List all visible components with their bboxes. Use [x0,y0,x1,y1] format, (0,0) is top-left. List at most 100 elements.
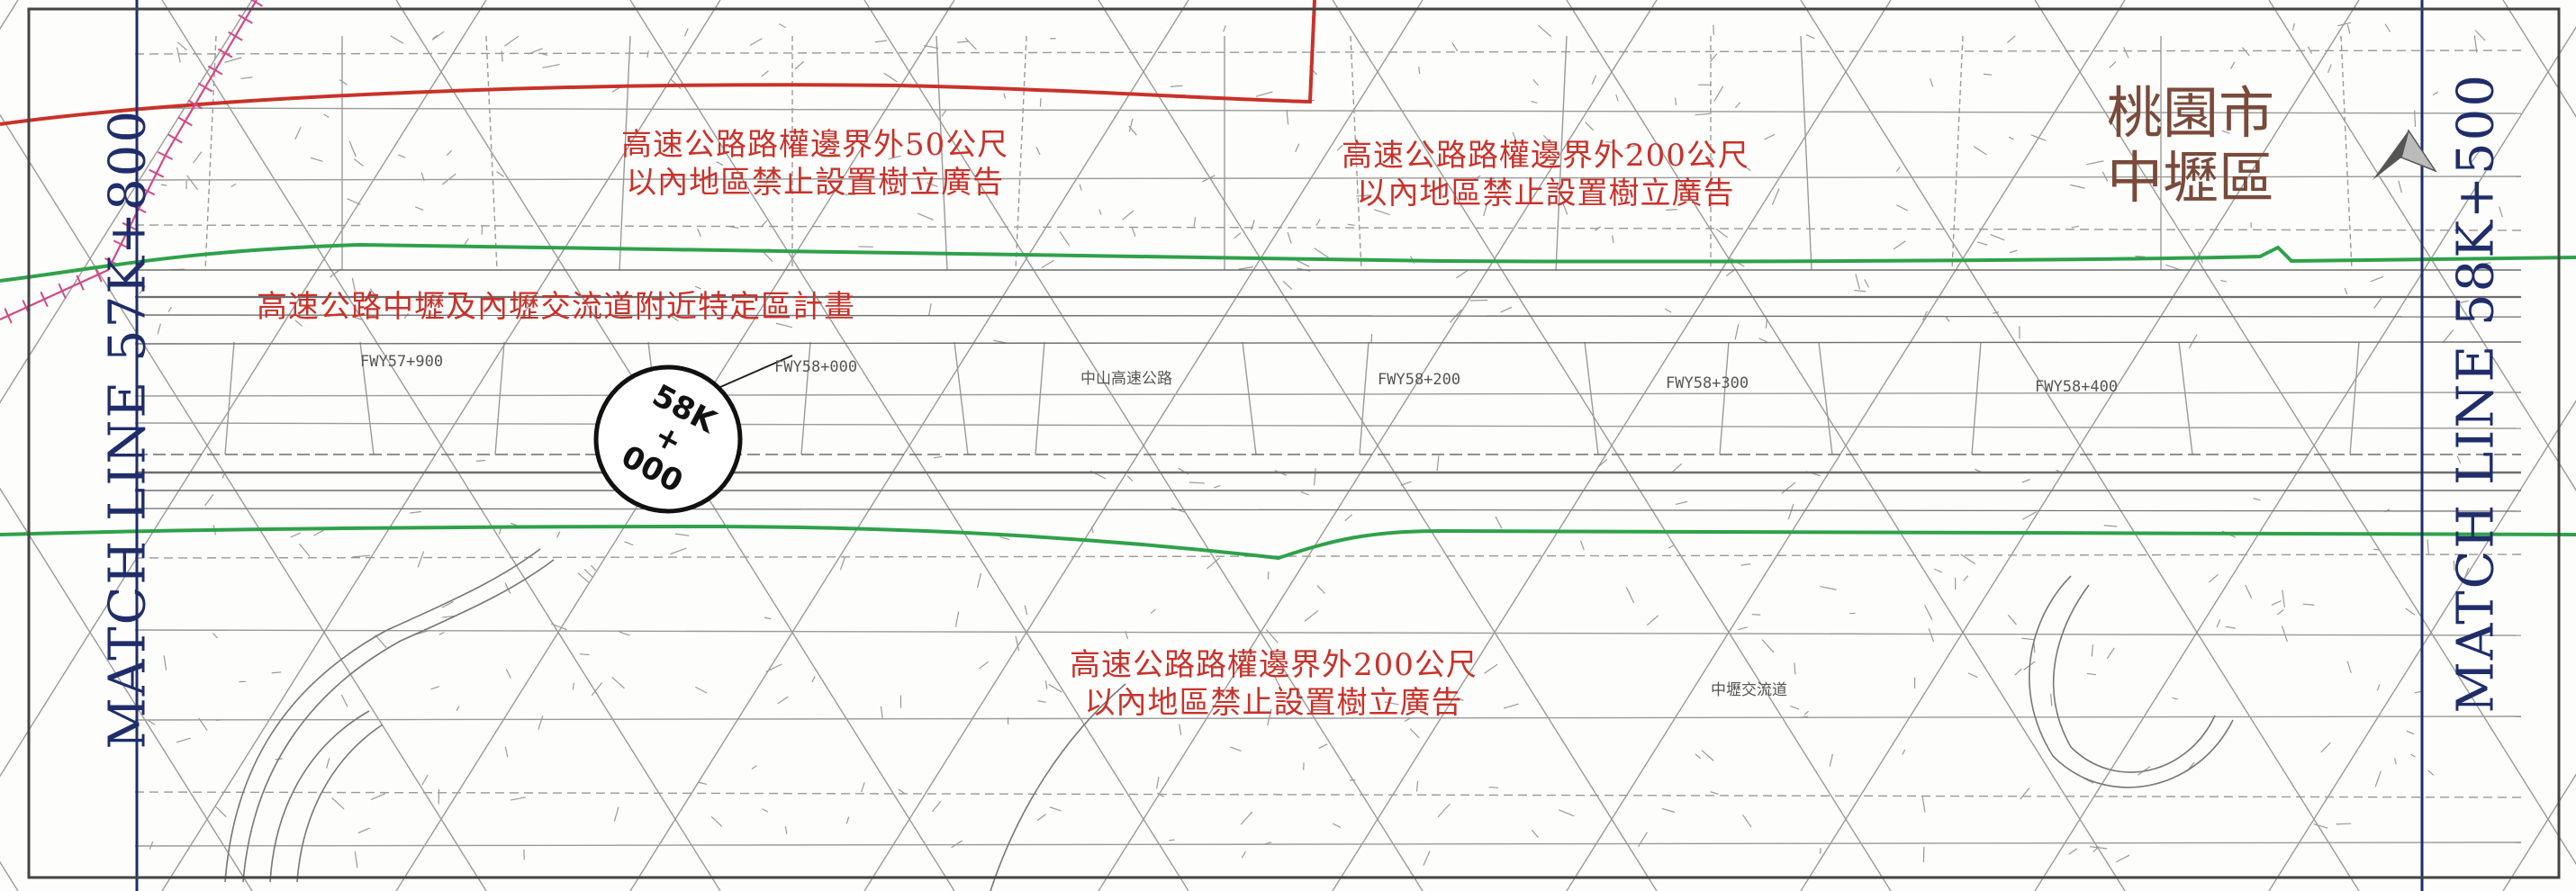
parcel-tick [438,631,445,635]
parcel-tick [2128,100,2134,104]
parcel-tick [836,304,842,310]
parcel-tick [1674,97,1677,106]
parcel-tick [176,47,181,63]
parcel-tick [1512,131,1517,140]
parcel-tick [420,172,425,182]
parcel-tick [577,572,590,583]
parcel-tick [1404,717,1412,722]
parcel-tick [874,40,888,43]
parcel-tick [1829,753,1833,767]
parcel-tick [456,706,460,711]
parcel-tick [1230,746,1242,752]
cadastral-line [619,35,631,271]
magenta-tick [228,31,243,41]
parcel-tick [370,793,386,801]
cadastral-line [224,341,235,455]
parcel-tick [954,611,960,627]
parcel-tick [2373,548,2380,551]
parcel-tick [192,151,203,164]
parcel-tick [390,35,404,44]
parcel-tick [1561,202,1568,215]
parcel-tick [591,564,597,572]
annotation-50m-line1: 高速公路路權邊界外50公尺 [621,127,1009,163]
parcel-tick [2009,249,2018,254]
parcel-tick [951,840,963,849]
parcel-tick [204,493,214,507]
parcel-tick [964,37,977,50]
parcel-tick [375,634,387,649]
cadastral-line [800,341,811,455]
parcel-tick [510,796,526,801]
parcel-tick [340,694,348,707]
parcel-tick [432,34,438,40]
parcel-tick [888,155,901,160]
parcel-tick [1125,631,1129,640]
magenta-tick [76,274,85,291]
parcel-tick [1591,75,1597,86]
parcel-tick [2229,61,2236,69]
parcel-tick [2406,730,2415,735]
parcel-tick [1594,226,1602,231]
cadastral-line [1951,35,1964,271]
sheet-frame [27,7,2561,879]
parcel-tick [778,22,786,29]
parcel-tick [2427,539,2429,554]
cadastral-line [134,716,2522,721]
parcel-tick [1893,240,1906,250]
cadastral-line [2268,400,2576,891]
parcel-tick [670,315,679,322]
parcel-tick [1805,34,1815,40]
green-buffer-north [0,242,2576,283]
district-label: 桃園市 中壢區 [2107,81,2274,211]
parcel-tick [2442,329,2454,344]
parcel-tick [1169,839,1175,842]
parcel-tick [2394,758,2397,765]
parcel-tick [1895,166,1901,172]
green-buffer-south [0,524,2576,561]
parcel-tick [2346,24,2351,34]
cadastral-line [1971,341,1982,455]
parcel-tick [2320,742,2331,753]
parcel-tick [1741,814,1752,828]
parcel-tick [924,44,939,50]
parcel-tick [1436,455,1440,472]
parcel-tick [1318,743,1328,750]
parcel-tick [1902,749,1906,755]
parcel-tick [398,154,406,158]
parcel-tick [1314,248,1329,258]
parcel-tick [160,184,167,186]
parcel-tick [2014,668,2022,676]
parcel-tick [2307,46,2313,54]
parcel-tick [504,582,511,594]
parcel-tick [1483,202,1488,217]
parcel-tick [765,178,769,184]
parcel-tick [354,851,358,868]
parcel-tick [1156,792,1165,798]
parcel-tick [354,317,363,320]
parcel-tick [697,228,701,238]
parcel-tick [1423,850,1431,866]
parcel-tick [1921,796,1926,813]
station-label-58-300: FWY58+300 [1666,374,1749,392]
cadastral-line [1035,341,1045,455]
cadastral-line [1818,341,1833,455]
cadastral-line [134,842,2522,847]
parcel-tick [1934,568,1942,573]
parcel-tick [421,774,429,786]
parcel-tick [430,686,439,690]
parcel-tick [149,841,154,850]
parcel-tick [1384,701,1399,706]
road-name-label: 中山高速公路 [1080,370,1172,388]
parcel-tick [1646,615,1659,626]
parcel-tick [1418,66,1421,75]
parcel-tick [2208,573,2219,583]
parcel-tick [1282,280,1293,290]
cadastral-line [1800,0,2360,891]
parcel-tick [1079,184,1082,191]
special-plan-label: 高速公路中壢及內壢交流道附近特定區計畫 [257,289,855,325]
parcel-tick [1037,700,1046,703]
parcel-tick [932,800,942,813]
parcel-tick [1794,662,1796,675]
parcel-tick [1787,503,1794,520]
parcel-tick [1960,554,1976,565]
